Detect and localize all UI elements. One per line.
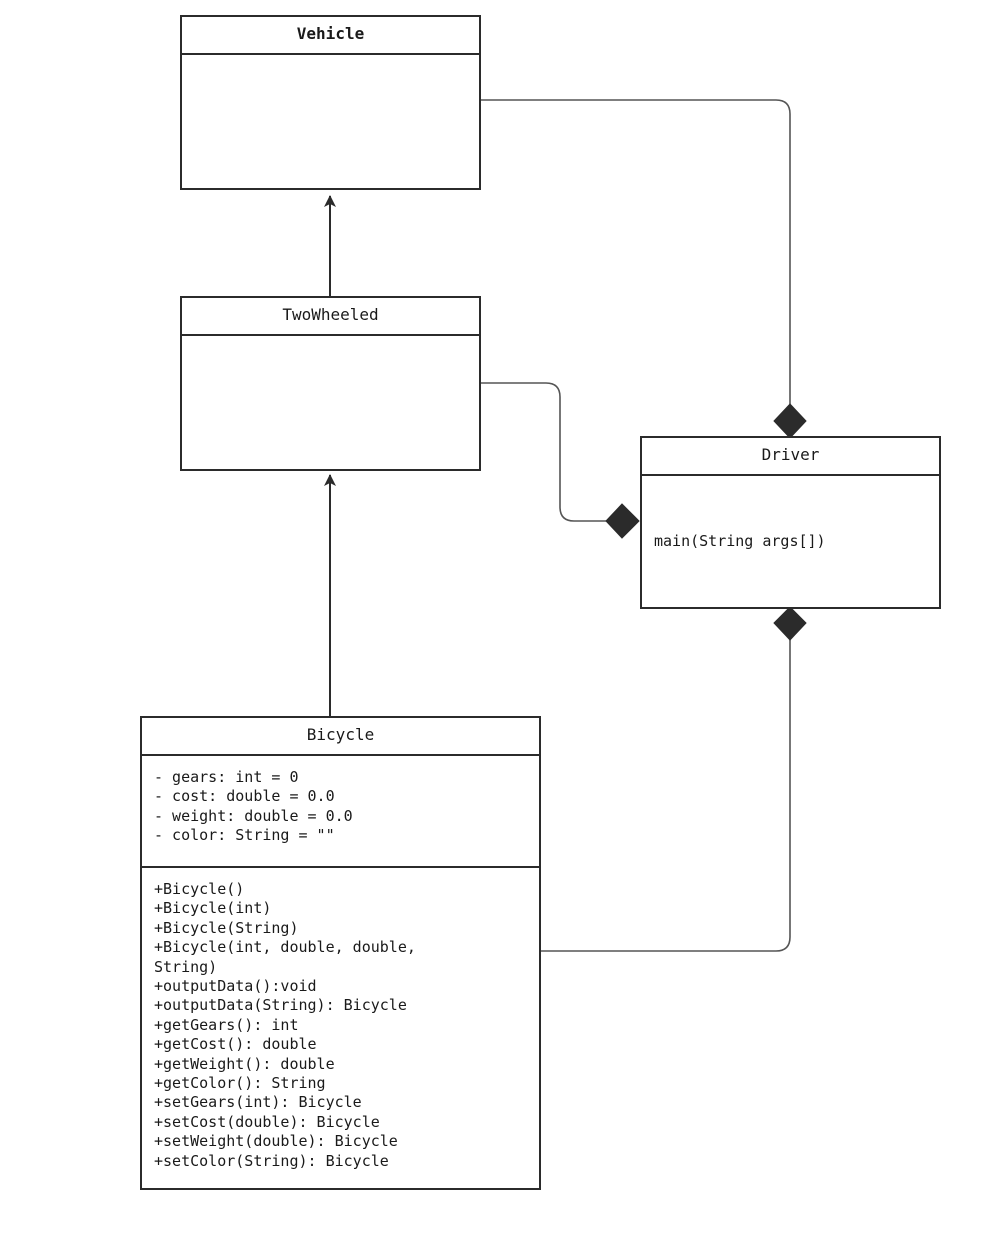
composition-diamond-driver-bottom <box>773 606 807 641</box>
class-methods-bicycle: +Bicycle() +Bicycle(int) +Bicycle(String… <box>154 880 416 1170</box>
composition-vehicle-to-driver <box>481 99 791 404</box>
composition-diamond-driver-left <box>605 503 640 539</box>
composition-bicycle-to-driver <box>540 640 791 952</box>
class-body-vehicle <box>182 55 479 188</box>
class-box-vehicle[interactable]: Vehicle <box>180 15 481 190</box>
class-body-twowheeled <box>182 336 479 469</box>
class-box-twowheeled[interactable]: TwoWheeled <box>180 296 481 471</box>
class-box-bicycle[interactable]: Bicycle - gears: int = 0 - cost: double … <box>140 716 541 1190</box>
class-methods-driver: main(String args[]) <box>654 531 826 550</box>
class-title-vehicle: Vehicle <box>182 17 479 55</box>
class-attributes-bicycle: - gears: int = 0 - cost: double = 0.0 - … <box>142 756 539 868</box>
class-title-driver: Driver <box>642 438 939 476</box>
composition-twowheeled-to-driver <box>481 382 606 522</box>
class-box-driver[interactable]: Driver main(String args[]) <box>640 436 941 609</box>
composition-diamond-driver-top <box>773 403 807 439</box>
class-title-twowheeled: TwoWheeled <box>182 298 479 336</box>
class-title-bicycle: Bicycle <box>142 718 539 756</box>
